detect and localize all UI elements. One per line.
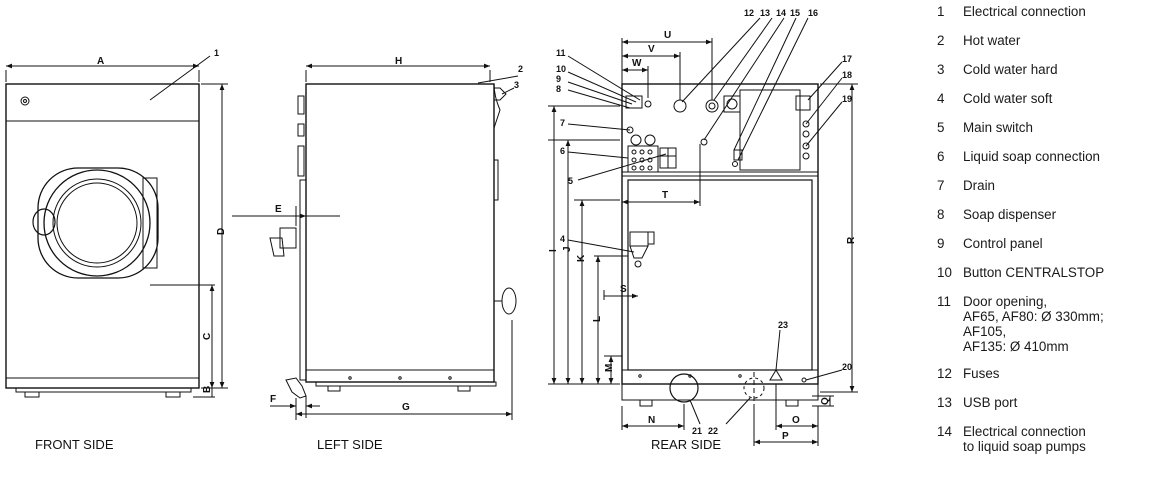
legend-number: 12 bbox=[937, 366, 952, 381]
dim-label-d: D bbox=[216, 228, 227, 235]
callout-22: 22 bbox=[708, 426, 718, 436]
callout-8: 8 bbox=[556, 84, 561, 94]
legend-text: Liquid soap connection bbox=[963, 149, 1100, 164]
callout-11: 11 bbox=[556, 48, 566, 58]
legend-item: 12 Fuses bbox=[937, 366, 1164, 381]
legend-number: 9 bbox=[937, 236, 945, 251]
dim-label-s: S bbox=[620, 284, 627, 295]
legend-text: Door opening, AF65, AF80: Ø 330mm; AF105… bbox=[963, 294, 1104, 354]
legend-number: 10 bbox=[937, 265, 952, 280]
legend-item: 5 Main switch bbox=[937, 120, 1164, 135]
callout-4: 4 bbox=[560, 234, 565, 244]
dim-label-w: W bbox=[632, 58, 642, 69]
legend-number: 3 bbox=[937, 62, 945, 77]
legend-text: Main switch bbox=[963, 120, 1033, 135]
dim-label-j: J bbox=[562, 246, 573, 252]
legend-item: 3 Cold water hard bbox=[937, 62, 1164, 77]
callout-20: 20 bbox=[842, 362, 852, 372]
dim-label-p: P bbox=[782, 431, 789, 442]
legend-item: 6 Liquid soap connection bbox=[937, 149, 1164, 164]
callout-16: 16 bbox=[808, 8, 818, 18]
legend-number: 6 bbox=[937, 149, 945, 164]
legend-text: Cold water hard bbox=[963, 62, 1058, 77]
view-title-rear: REAR SIDE bbox=[651, 437, 721, 452]
legend-text: Control panel bbox=[963, 236, 1043, 251]
legend-item: 13 USB port bbox=[937, 395, 1164, 410]
callout-18: 18 bbox=[842, 70, 852, 80]
view-title-front: FRONT SIDE bbox=[35, 437, 114, 452]
legend-text: Electrical connection to liquid soap pum… bbox=[963, 424, 1086, 454]
dim-label-v: V bbox=[648, 44, 655, 55]
callout-13: 13 bbox=[760, 8, 770, 18]
view-title-left: LEFT SIDE bbox=[317, 437, 383, 452]
dim-label-o: O bbox=[792, 415, 800, 426]
dim-label-f: F bbox=[270, 394, 276, 405]
dim-label-e: E bbox=[275, 204, 282, 215]
legend-item: 14 Electrical connection to liquid soap p… bbox=[937, 424, 1164, 454]
callout-9: 9 bbox=[556, 74, 561, 84]
legend-text: Fuses bbox=[963, 366, 1000, 381]
dim-label-i: I bbox=[548, 249, 559, 252]
legend-number: 2 bbox=[937, 33, 945, 48]
dim-label-n: N bbox=[648, 415, 655, 426]
callout-12: 12 bbox=[744, 8, 754, 18]
callout-2: 2 bbox=[518, 64, 523, 74]
legend-text: Soap dispenser bbox=[963, 207, 1057, 222]
legend-number: 14 bbox=[937, 424, 952, 439]
callout-17: 17 bbox=[842, 54, 852, 64]
legend-text: USB port bbox=[963, 395, 1018, 410]
legend-item: 10 Button CENTRALSTOP bbox=[937, 265, 1164, 280]
dim-label-c: C bbox=[202, 333, 213, 340]
callout-1: 1 bbox=[214, 48, 219, 58]
legend-number: 11 bbox=[937, 294, 951, 309]
legend-item: 9 Control panel bbox=[937, 236, 1164, 251]
callout-14: 14 bbox=[776, 8, 786, 18]
callout-6: 6 bbox=[560, 146, 565, 156]
legend-item: 4 Cold water soft bbox=[937, 91, 1164, 106]
legend-number: 13 bbox=[937, 395, 952, 410]
legend-item: 8 Soap dispenser bbox=[937, 207, 1164, 222]
dim-label-k: K bbox=[576, 254, 587, 262]
legend-number: 5 bbox=[937, 120, 945, 135]
left-side-view bbox=[269, 83, 517, 399]
legend-item: 1 Electrical connection bbox=[937, 4, 1164, 19]
legend-text: Cold water soft bbox=[963, 91, 1053, 106]
callout-23: 23 bbox=[778, 320, 788, 330]
legend-text: Hot water bbox=[963, 33, 1021, 48]
callout-21: 21 bbox=[692, 426, 702, 436]
callout-10: 10 bbox=[556, 64, 566, 74]
legend-item: 11 Door opening, AF65, AF80: Ø 330mm; AF1… bbox=[937, 294, 1164, 354]
legend-number: 8 bbox=[937, 207, 945, 222]
callout-19: 19 bbox=[842, 94, 852, 104]
callout-5: 5 bbox=[568, 176, 573, 186]
dim-label-t: T bbox=[662, 190, 668, 201]
legend-item: 2 Hot water bbox=[937, 33, 1164, 48]
dim-label-b: B bbox=[202, 386, 213, 393]
rear-view bbox=[621, 83, 819, 407]
legend-number: 7 bbox=[937, 178, 945, 193]
legend-text: Button CENTRALSTOP bbox=[963, 265, 1105, 280]
legend-number: 4 bbox=[937, 91, 945, 106]
dim-label-u: U bbox=[664, 30, 671, 41]
dim-label-g: G bbox=[402, 402, 410, 413]
legend-number: 1 bbox=[937, 4, 945, 19]
dim-label-r: R bbox=[846, 236, 857, 244]
technical-drawing: A D C B H E F G U V W T I J K L M S R N … bbox=[5, 8, 858, 452]
dim-label-l: L bbox=[592, 316, 603, 322]
legend-item: 7 Drain bbox=[937, 178, 1164, 193]
legend-text: Drain bbox=[963, 178, 995, 193]
callout-7: 7 bbox=[560, 118, 565, 128]
callout-3: 3 bbox=[514, 80, 519, 90]
callout-15: 15 bbox=[790, 8, 800, 18]
dim-label-q: Q bbox=[820, 397, 831, 405]
legend-text: Electrical connection bbox=[963, 4, 1086, 19]
dim-label-a: A bbox=[97, 56, 104, 67]
dim-label-h: H bbox=[395, 56, 402, 67]
dim-label-m: M bbox=[604, 364, 615, 372]
front-view bbox=[5, 83, 200, 398]
